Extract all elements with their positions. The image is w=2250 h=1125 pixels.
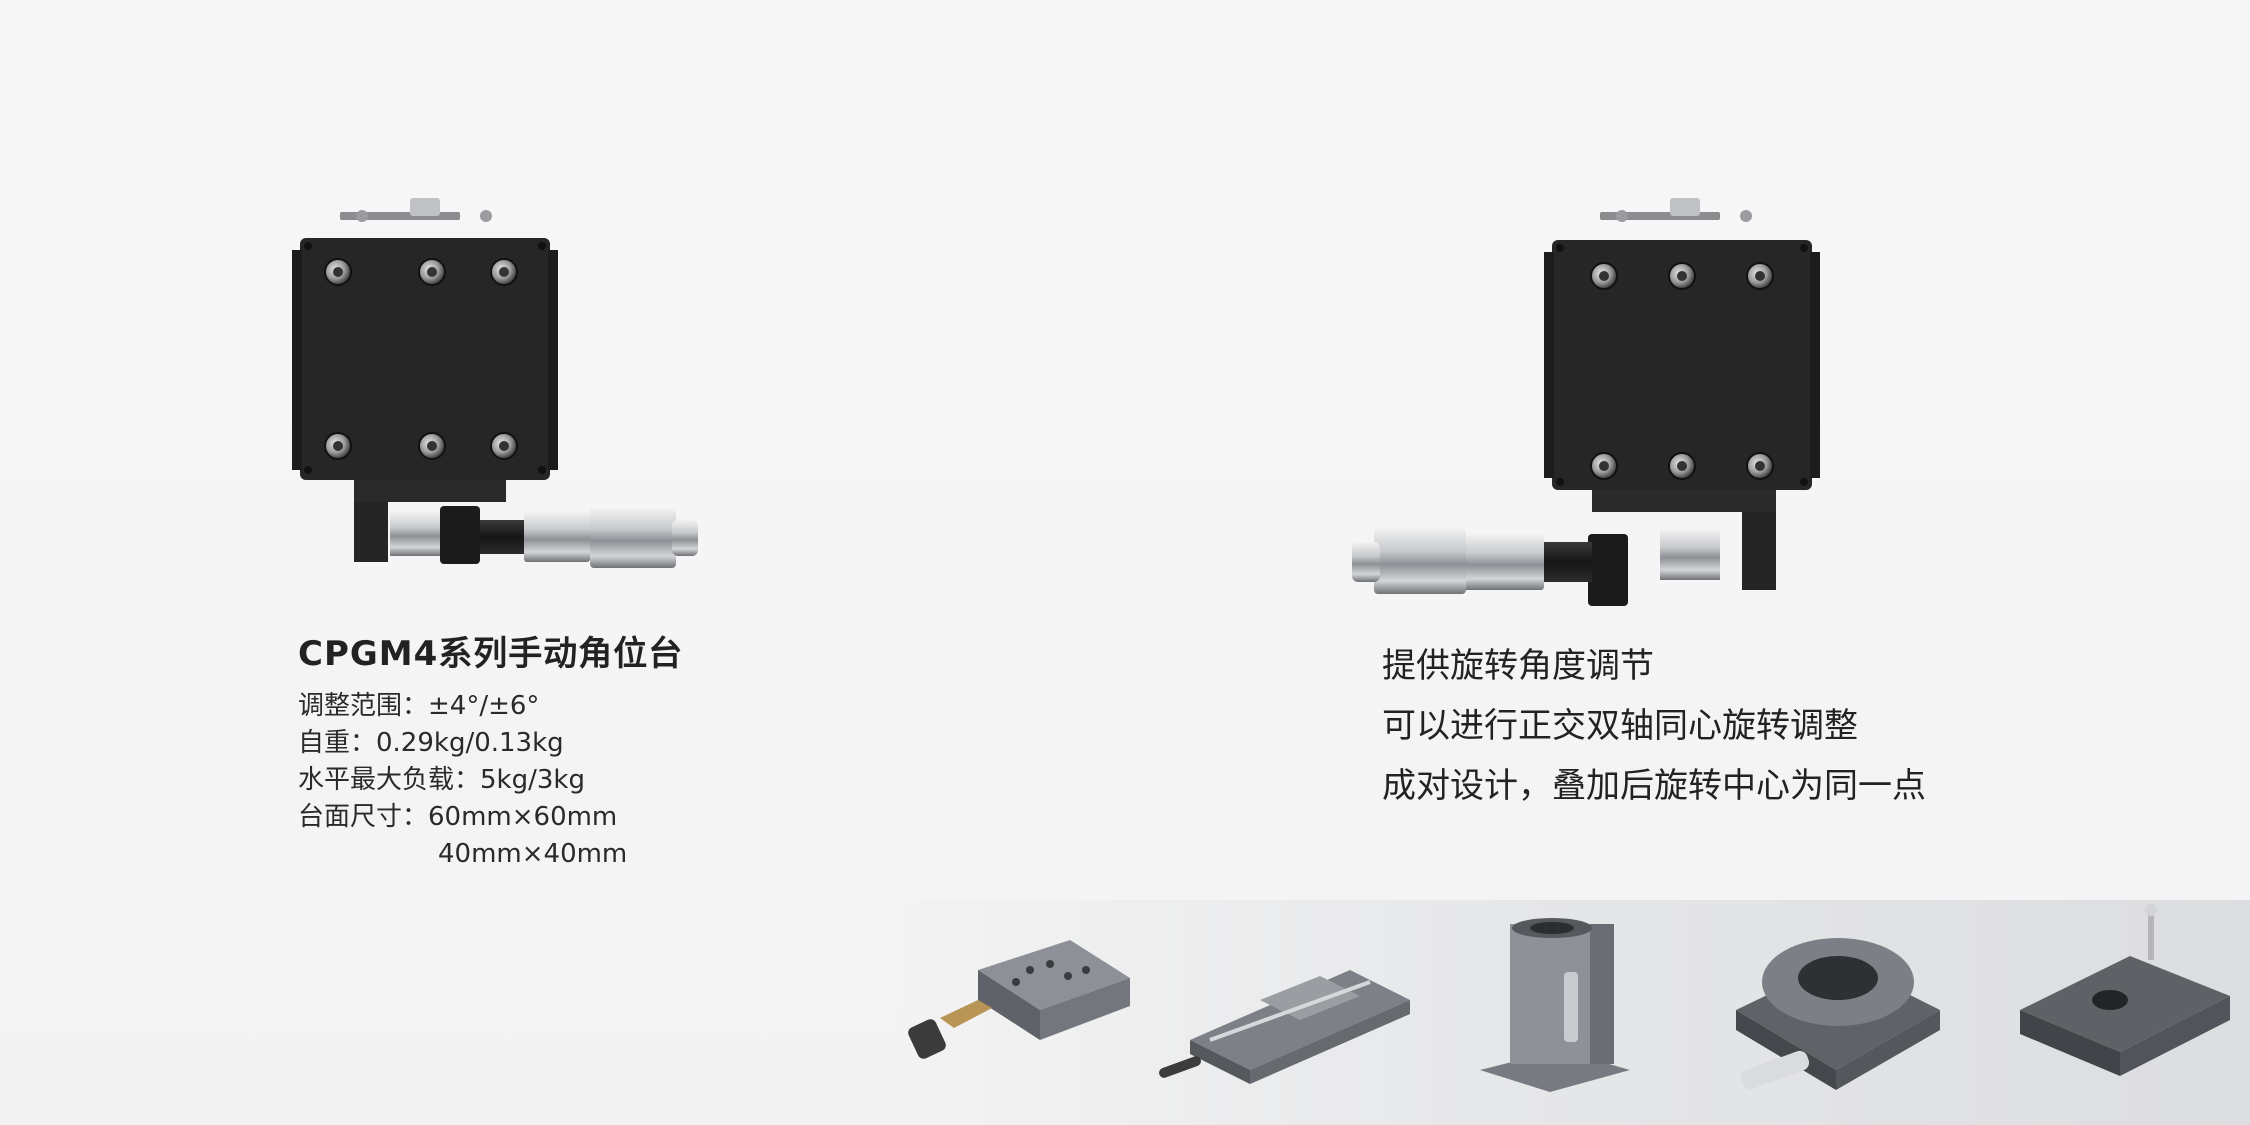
related-products-strip xyxy=(900,900,2250,1125)
spec-max-load: 水平最大负载：5kg/3kg xyxy=(298,765,585,795)
vertical-lift-stage-thumb[interactable] xyxy=(1460,900,1650,1125)
spec-table-size: 台面尺寸：60mm×60mm xyxy=(298,802,618,832)
tilt-platform-thumb[interactable] xyxy=(2000,900,2240,1125)
spec-block: CPGM4系列手动角位台 调整范围：±4°/±6° 自重：0.29kg/0.13… xyxy=(298,632,818,873)
rotation-stage-thumb[interactable] xyxy=(1720,900,1950,1125)
product-title: CPGM4系列手动角位台 xyxy=(298,634,684,674)
spec-weight: 自重：0.29kg/0.13kg xyxy=(298,728,564,758)
feature-line: 提供旋转角度调节 xyxy=(1382,646,1654,686)
feature-line: 可以进行正交双轴同心旋转调整 xyxy=(1382,706,1858,746)
goniometer-stage-right-image xyxy=(1352,198,1820,606)
xy-translation-stage-thumb[interactable] xyxy=(900,900,1140,1125)
feature-block: 提供旋转角度调节 可以进行正交双轴同心旋转调整 成对设计，叠加后旋转中心为同一点 xyxy=(1382,636,2082,816)
goniometer-stage-left-image xyxy=(292,198,698,568)
linear-rail-stage-thumb[interactable] xyxy=(1150,900,1420,1125)
spec-adjust-range: 调整范围：±4°/±6° xyxy=(298,691,540,721)
spec-table-size-alt: 40mm×40mm xyxy=(438,839,628,869)
feature-line: 成对设计，叠加后旋转中心为同一点 xyxy=(1382,766,1926,806)
